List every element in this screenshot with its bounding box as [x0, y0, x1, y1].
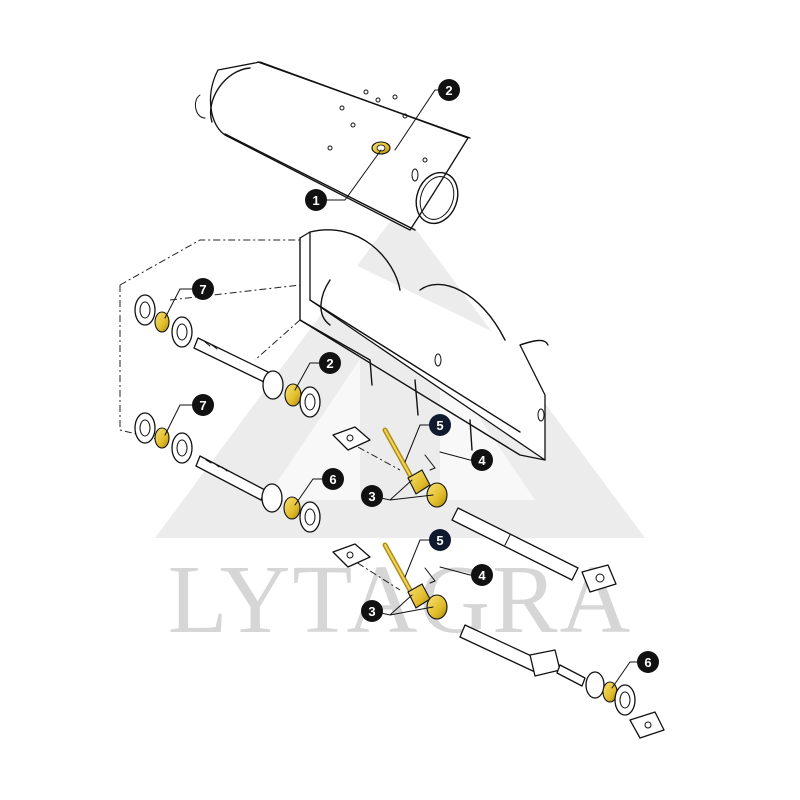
- callout-6-left: 6: [322, 468, 344, 490]
- svg-text:4: 4: [478, 568, 486, 583]
- callout-badges: 1 2 2 3 3 4 4 5: [192, 79, 659, 673]
- auger-tube: [194, 61, 471, 231]
- svg-text:5: 5: [436, 533, 443, 548]
- callout-5-lower: 5: [429, 529, 451, 551]
- middle-assembly-b: [332, 542, 665, 739]
- middle-assembly-a: [332, 426, 617, 593]
- svg-text:6: 6: [644, 655, 651, 670]
- callout-3-upper: 3: [361, 485, 383, 507]
- callout-4-lower: 4: [471, 564, 493, 586]
- svg-text:6: 6: [329, 472, 336, 487]
- svg-text:2: 2: [326, 356, 333, 371]
- svg-text:3: 3: [368, 604, 375, 619]
- callout-4-upper: 4: [471, 449, 493, 471]
- callout-1: 1: [305, 189, 327, 211]
- watermark-logo: LYTAGRA: [155, 208, 645, 654]
- svg-text:7: 7: [199, 398, 206, 413]
- callout-2-mid: 2: [319, 352, 341, 374]
- lower-shaft-assembly: [134, 412, 321, 533]
- svg-text:3: 3: [368, 489, 375, 504]
- svg-text:2: 2: [445, 83, 452, 98]
- svg-text:1: 1: [312, 193, 319, 208]
- callout-3-lower: 3: [361, 600, 383, 622]
- callout-7-lower: 7: [192, 394, 214, 416]
- assembly-guide-lines: [119, 239, 401, 591]
- callout-6-right: 6: [637, 651, 659, 673]
- callout-5-upper: 5: [429, 414, 451, 436]
- trough-frame: [299, 229, 549, 461]
- svg-text:4: 4: [478, 453, 486, 468]
- callout-2-top: 2: [438, 79, 460, 101]
- upper-shaft-assembly: [134, 294, 321, 418]
- svg-text:5: 5: [436, 418, 443, 433]
- callout-7-upper: 7: [192, 278, 214, 300]
- svg-text:7: 7: [199, 282, 206, 297]
